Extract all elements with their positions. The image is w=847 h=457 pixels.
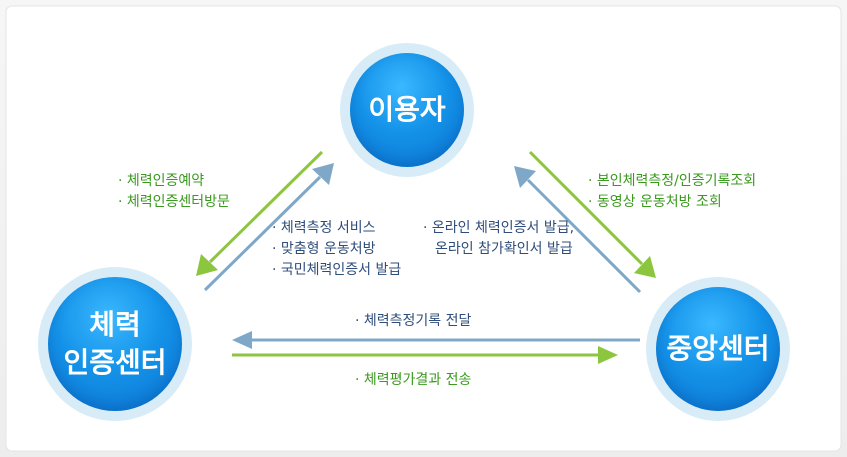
note-center-to-central: · 체력평가결과 전송 — [355, 372, 472, 388]
arrow-user-to-central — [528, 150, 656, 278]
note-line: · 맞춤형 운동처방 — [272, 241, 376, 257]
note-line: · 동영상 운동처방 조회 — [588, 194, 722, 210]
note-central-to-center: · 체력측정기록 전달 — [355, 313, 472, 329]
note-central-to-user: · 온라인 체력인증서 발급, 온라인 참가확인서 발급 — [423, 218, 574, 260]
node-central-center-label: 중앙센터 — [666, 332, 770, 365]
note-line: · 본인체력측정/인증기록조회 — [588, 173, 757, 189]
note-line: · 국민체력인증서 발급 — [272, 262, 402, 278]
arrow-central-to-user — [514, 166, 642, 294]
arrow-central-to-center — [232, 331, 640, 349]
note-user-to-center: · 체력인증예약 · 체력인증센터방문 — [118, 171, 230, 213]
arrow-user-to-center — [196, 150, 324, 276]
arrow-center-to-user — [203, 163, 334, 292]
node-fitness-center-label: 체력 인증센터 — [63, 308, 167, 379]
note-line: · 체력인증예약 — [118, 173, 205, 189]
note-line: · 체력인증센터방문 — [118, 194, 230, 210]
node-user-label: 이용자 — [368, 93, 446, 126]
note-line: 온라인 참가확인서 발급 — [435, 241, 573, 257]
note-user-to-central: · 본인체력측정/인증기록조회 · 동영상 운동처방 조회 — [588, 171, 756, 213]
note-line: · 체력측정 서비스 — [272, 220, 376, 236]
note-line: · 온라인 체력인증서 발급, — [423, 220, 575, 236]
note-center-to-user: · 체력측정 서비스 · 맞춤형 운동처방 · 국민체력인증서 발급 — [272, 218, 401, 281]
arrow-center-to-central — [232, 346, 618, 364]
